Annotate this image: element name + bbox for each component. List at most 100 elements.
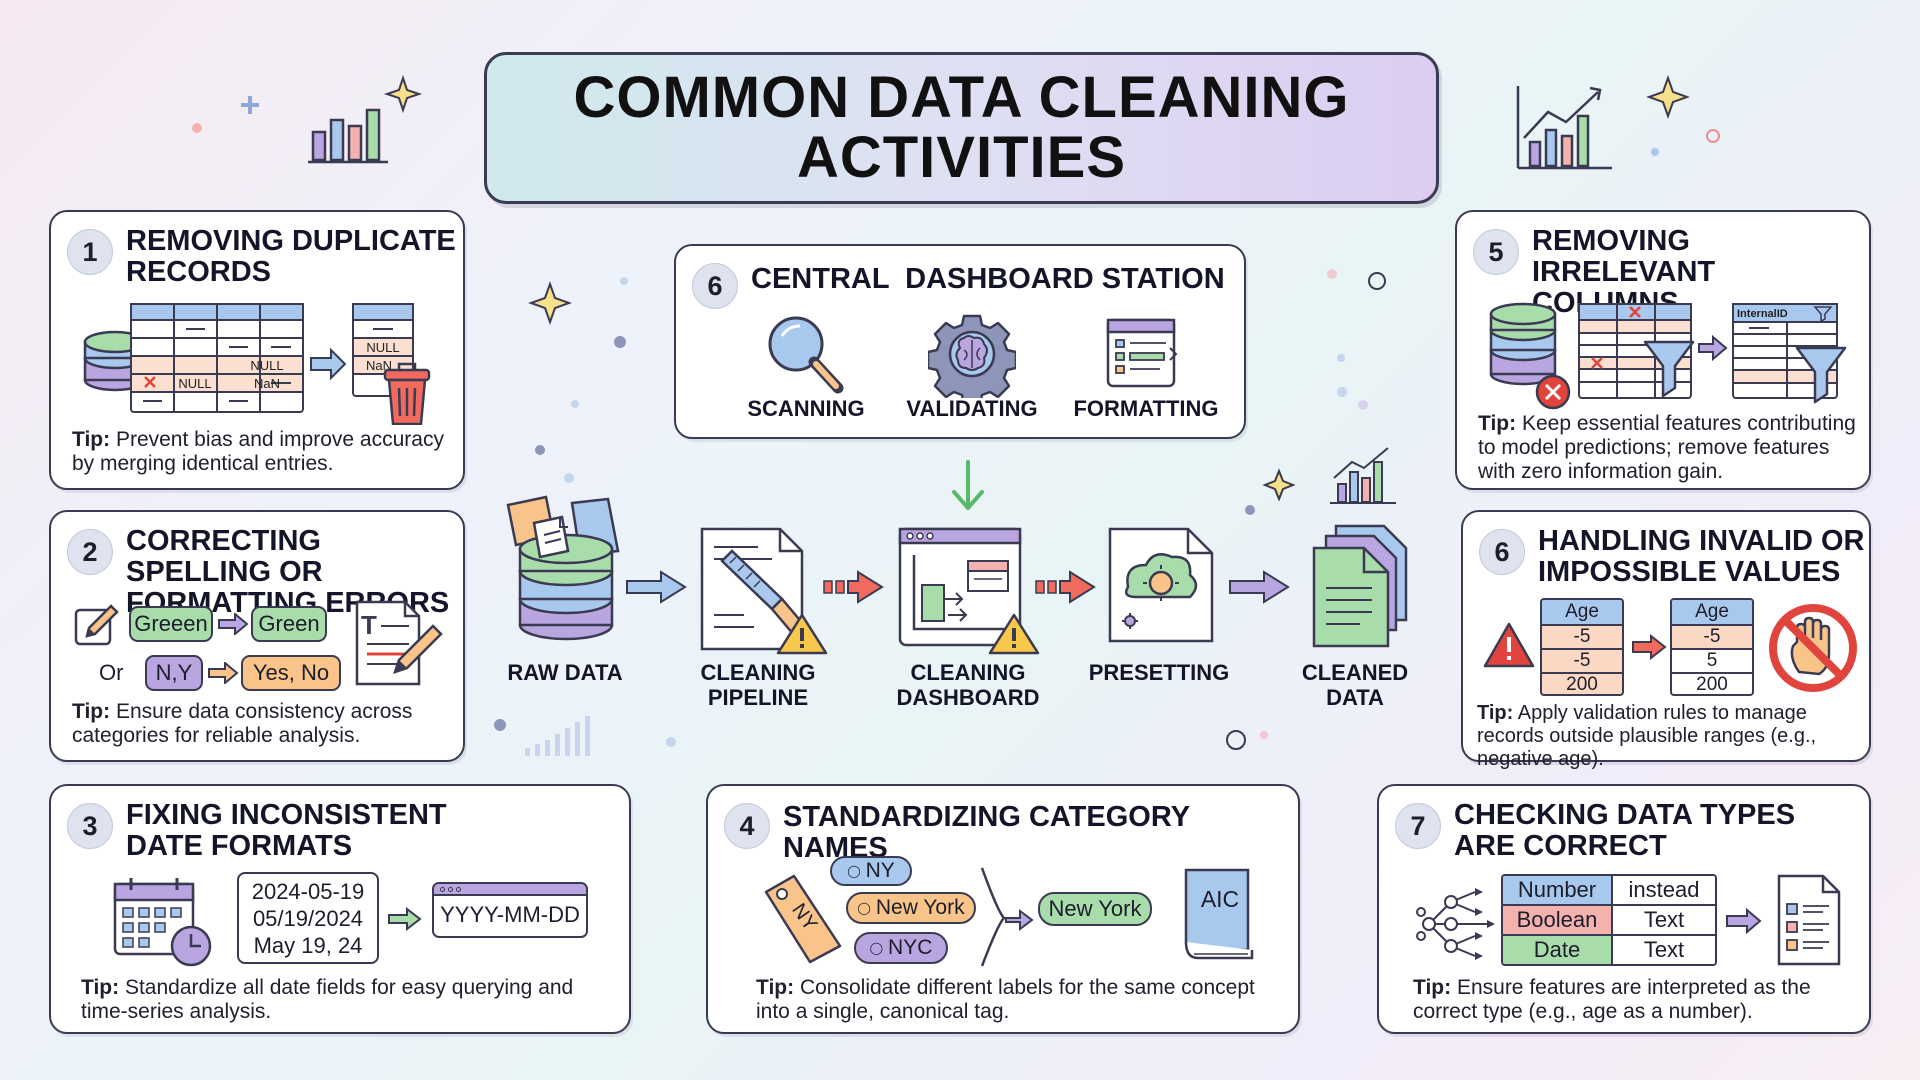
card-title: REMOVING DUPLICATE RECORDS (126, 225, 456, 288)
step-number: 2 (67, 529, 113, 575)
raw-data-icon (506, 495, 620, 641)
database-icon (1489, 302, 1557, 386)
card-checking-data-types: 7 CHECKING DATA TYPES ARE CORRECT Number… (1377, 784, 1871, 1034)
sparkle-icon (1262, 468, 1296, 502)
price-tag-icon (764, 874, 842, 964)
wrong-value: N,Y (145, 655, 203, 691)
card-removing-duplicates: 1 REMOVING DUPLICATE RECORDS (49, 210, 465, 490)
station-label: VALIDATING (906, 396, 1038, 421)
age-value: -5 (1542, 650, 1622, 674)
step-number: 1 (67, 229, 113, 275)
tip-text: Tip: Ensure data consistency across cate… (72, 700, 413, 747)
flow-step-label: RAW DATA (507, 660, 623, 685)
table-cell: NaN (254, 376, 280, 391)
card-title: FIXING INCONSISTENT DATE FORMATS (126, 799, 447, 862)
table-cell: NaN (366, 358, 392, 373)
date-format: May 19, 24 (253, 933, 363, 958)
form-document-icon (1777, 874, 1841, 966)
card-removing-columns: 5 REMOVING IRRELEVANT COLUMNS (1455, 210, 1871, 490)
bar-chart-icon (1330, 447, 1396, 504)
book-label: AIC (1200, 886, 1240, 912)
cleaning-dashboard-icon (898, 527, 1040, 655)
date-format: 05/19/2024 (252, 906, 364, 931)
flow-step-label: CLEANING PIPELINE (700, 660, 816, 710)
flow-step-label: CLEANED DATA (1301, 660, 1409, 710)
plus-icon (241, 96, 259, 114)
standard-date-window: YYYY-MM-DD (432, 882, 588, 938)
tip-text: Tip: Consolidate different labels for th… (756, 976, 1255, 1023)
age-value: 5 (1672, 650, 1752, 674)
presetting-icon (1108, 527, 1214, 643)
column-header: Age (1542, 600, 1622, 626)
trash-icon (383, 362, 431, 425)
arrow-icon (1698, 334, 1728, 362)
station-label: SCANNING (747, 396, 865, 421)
pencil-icon (74, 604, 119, 646)
sparkle-icon (1646, 75, 1690, 119)
arrow-icon (1229, 570, 1290, 604)
column-header: InternalID (1737, 308, 1788, 320)
corrected-value: Green (251, 606, 327, 642)
cleaning-pipeline-icon (700, 527, 828, 655)
table-icon (130, 303, 304, 413)
sparkle-icon (383, 74, 423, 114)
table-cell: NULL (250, 358, 283, 373)
formatting-window-icon (1106, 318, 1178, 388)
age-column-after: Age -5 5 200 (1670, 598, 1754, 696)
step-number: 3 (67, 803, 113, 849)
step-number: 6 (1479, 529, 1525, 575)
corrected-value: Yes, No (241, 655, 341, 691)
duplicate-records-illustration: NULL NULL NaN NULL NaN (83, 303, 431, 425)
data-types-table: Number instead Boolean Text Date Text (1501, 874, 1717, 966)
arrow-icon (823, 570, 884, 604)
step-number: 7 (1395, 803, 1441, 849)
down-arrow-icon (952, 460, 984, 510)
card-correcting-spelling: 2 CORRECTING SPELLING OR FORMATTING ERRO… (49, 510, 465, 762)
step-number: 6 (692, 263, 738, 309)
calendar-icon (113, 878, 212, 967)
faded-bar-chart-icon (525, 716, 590, 756)
bar-chart-icon (308, 108, 388, 164)
arrow-icon (1035, 570, 1096, 604)
filtered-table-icon (1732, 303, 1838, 399)
card-central-dashboard: 6 CENTRAL DASHBOARD STATION SCANNING VAL… (674, 244, 1246, 439)
sparkle-icon (528, 281, 572, 325)
arrow-icon (208, 662, 239, 684)
page-title: COMMON DATA CLEANING ACTIVITIES (573, 65, 1350, 190)
actual-type: Text (1613, 936, 1715, 964)
stop-hand-icon (1769, 604, 1857, 692)
magnifier-icon (768, 316, 844, 394)
category-variant: ◯NY (830, 856, 912, 886)
gear-brain-icon (928, 314, 1016, 398)
standard-date-format: YYYY-MM-DD (440, 902, 580, 927)
date-format: 2024-05-19 (251, 879, 365, 904)
tip-text: Tip: Apply validation rules to manage re… (1477, 702, 1817, 770)
canonical-category: New York (1038, 892, 1152, 926)
tip-text: Tip: Standardize all date fields for eas… (81, 976, 574, 1023)
card-title: CENTRAL DASHBOARD STATION (751, 263, 1225, 295)
card-title: HANDLING INVALID OR IMPOSSIBLE VALUES (1538, 525, 1865, 588)
card-fixing-dates: 3 FIXING INCONSISTENT DATE FORMATS 2024-… (49, 784, 631, 1034)
or-label: Or (99, 660, 124, 685)
age-value: -5 (1542, 626, 1622, 650)
date-formats-box: 2024-05-19 05/19/2024 May 19, 24 (237, 872, 379, 964)
flow-step-label: CLEANING DASHBOARD (896, 660, 1040, 710)
book-icon (1184, 868, 1254, 960)
flow-step-label: PRESETTING (1088, 660, 1230, 685)
card-standardizing-categories: 4 STANDARDIZING CATEGORY NAMES NY ◯NY ◯N… (706, 784, 1300, 1034)
title-banner: COMMON DATA CLEANING ACTIVITIES (484, 52, 1439, 204)
expected-type: Number (1503, 876, 1613, 904)
card-handling-invalid-values: 6 HANDLING INVALID OR IMPOSSIBLE VALUES … (1461, 510, 1871, 770)
merge-bracket-icon (980, 867, 1034, 967)
warning-icon (1483, 622, 1535, 668)
actual-type: instead (1613, 876, 1715, 904)
remove-columns-illustration: InternalID (1489, 302, 1847, 410)
category-variant: ◯New York (846, 892, 976, 924)
expected-type: Boolean (1503, 906, 1613, 934)
arrow-icon (310, 347, 347, 381)
table-cell: NULL (366, 340, 399, 355)
age-value: 200 (1566, 674, 1598, 695)
age-value: -5 (1672, 626, 1752, 650)
arrow-icon (1726, 908, 1762, 934)
